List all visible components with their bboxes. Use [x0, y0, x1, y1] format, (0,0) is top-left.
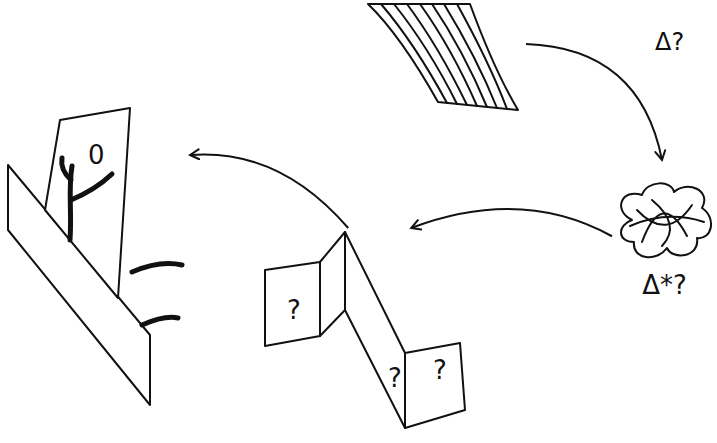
folded-panels: ???: [260, 228, 470, 433]
node-text: ?: [433, 355, 447, 385]
node-text: 0: [88, 140, 105, 170]
folded-plane: 0: [0, 100, 190, 410]
flow-arrow: [190, 154, 348, 228]
curved-sheet: [368, 4, 518, 110]
step-label: Δ?: [655, 28, 684, 56]
node-text: ?: [287, 295, 301, 325]
flow-arrow: [411, 209, 612, 236]
node-text: Δ*?: [612, 270, 717, 300]
tangled-cloud: Δ*?: [612, 180, 717, 305]
node-outline: [260, 228, 470, 433]
flow-arrow: [526, 44, 662, 160]
node-text: ?: [388, 363, 402, 393]
